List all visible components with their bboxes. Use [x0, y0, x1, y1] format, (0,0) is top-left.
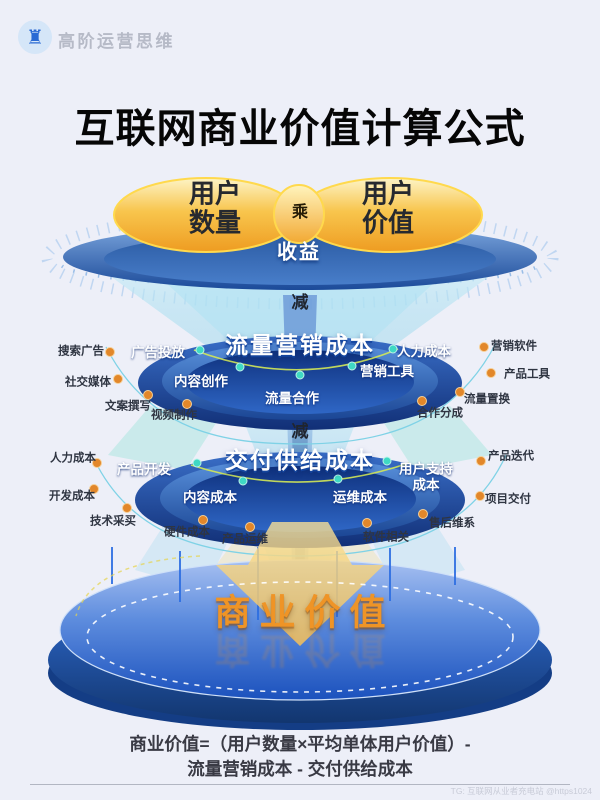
tick-row-lower — [60, 264, 540, 289]
layer1-ext-arc — [105, 342, 497, 445]
layer2-disc-label: 运维成本 — [333, 490, 387, 506]
revenue-label: 收益 — [277, 241, 321, 264]
footer-divider — [30, 784, 570, 785]
layer1-ext-label: 文案撰写 — [105, 400, 151, 413]
layer1-ext-label: 搜索广告 — [58, 345, 104, 358]
layer2-ext-label: 项目交付 — [485, 493, 531, 506]
layer2-ext-label: 开发成本 — [49, 490, 95, 503]
layer1-ext-label: 营销软件 — [491, 340, 537, 353]
page-title: 互联网商业价值计算公式 — [74, 107, 526, 151]
layer2-disc-label: 内容成本 — [183, 490, 237, 506]
layer1-glow-left — [108, 406, 218, 470]
layer2-title: 交付供给成本 — [225, 446, 375, 473]
factor-user-value: 用户价值 — [361, 178, 414, 237]
layer1-teal-dots — [195, 344, 398, 380]
layer2-ext-label: 人力成本 — [50, 452, 96, 465]
business-value-title: 商业价值 — [214, 591, 395, 633]
layer1-green-arc — [193, 348, 399, 371]
layer2-ext-label: 技术采买 — [90, 515, 136, 528]
layer2-ext-label: 售后维系 — [429, 517, 475, 530]
multiply-operator: 乘 — [291, 203, 309, 221]
platform-dashed-ring — [86, 581, 514, 693]
factor-user-count: 用户数量 — [188, 178, 241, 237]
layer2-ext-label: 产品迭代 — [488, 450, 534, 463]
layer1-disc-label: 流量合作 — [265, 391, 319, 407]
layer2-disc-label: 产品开发 — [117, 462, 171, 478]
layer1-glow-right — [382, 406, 492, 470]
minus-1: 减 — [291, 293, 309, 313]
layer1-title: 流量营销成本 — [225, 331, 375, 358]
rook-icon: ♜ — [26, 26, 44, 49]
multiply-badge — [273, 184, 325, 244]
layer2-orange-dots — [89, 456, 486, 532]
layer1-disc-label: 广告投放 — [131, 345, 185, 361]
layer2-teal-dots — [192, 456, 392, 486]
business-value-reflection: 商业价值 — [214, 629, 395, 671]
layer2-ext-label: 硬件成本 — [164, 526, 210, 539]
layer1-ext-label: 合作分成 — [417, 407, 463, 420]
layer1-ext-label: 产品工具 — [504, 368, 550, 381]
layer1-orange-dots — [105, 342, 496, 409]
layer1-ext-label: 社交媒体 — [65, 376, 111, 389]
layer2-green-arc — [190, 462, 410, 483]
layer1-ext-label: 视频制作 — [151, 409, 197, 422]
layer2-ext-label: 产品运维 — [222, 533, 268, 546]
layer1-disc-label: 营销工具 — [360, 364, 414, 380]
formula-line-2: 流量营销成本 - 交付供给成本 — [187, 759, 413, 779]
watermark: TG: 互联网从业者充电站 @https1024 — [450, 786, 592, 796]
formula-line-1: 商业价值=（用户数量×平均单体用户价值）- — [129, 734, 471, 754]
brand-name: 高阶运营思维 — [58, 32, 175, 51]
minus-2: 减 — [291, 422, 309, 442]
layer2-ext-label: 软件相关 — [363, 531, 409, 544]
layer2-disc-label: 用户支持成本 — [399, 461, 453, 492]
layer1-disc-label: 人力成本 — [397, 344, 451, 360]
layer1-ext-label: 流量置换 — [464, 393, 510, 406]
down-arrow — [216, 522, 384, 646]
layer1-disc-label: 内容创作 — [174, 374, 228, 390]
brand-logo: ♜ — [18, 20, 52, 54]
